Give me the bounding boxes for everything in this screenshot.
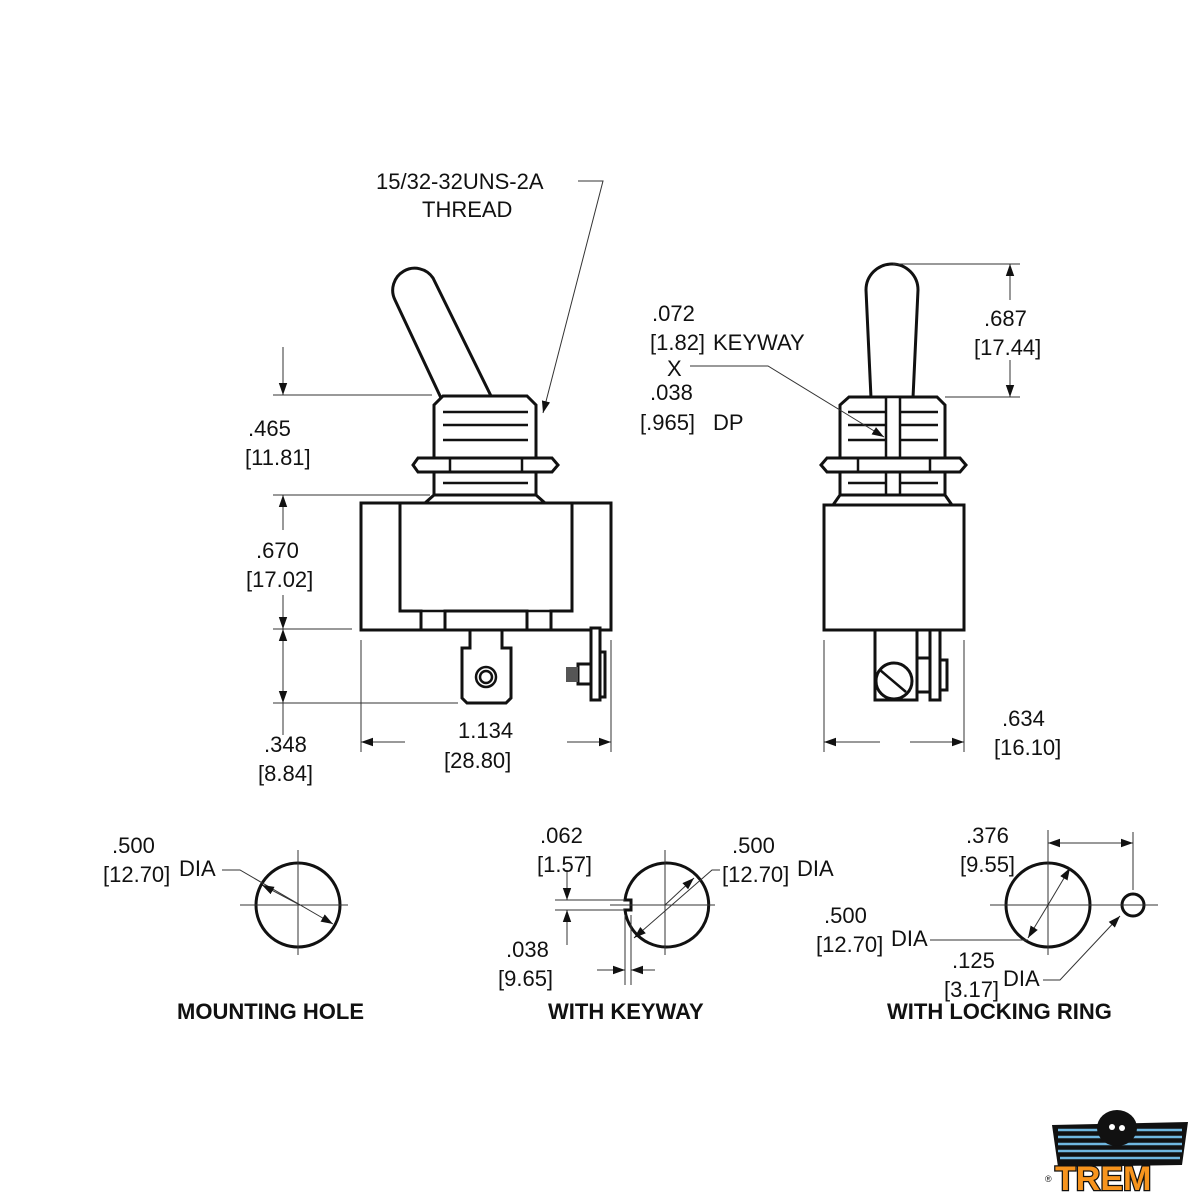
switch-body <box>359 501 613 632</box>
toggle-lever-end <box>864 262 920 400</box>
registered-mark: ® <box>1045 1174 1052 1184</box>
pin-label: DIA <box>1003 966 1040 991</box>
lr-dia-inch: .500 <box>824 903 867 928</box>
locking-ring-detail: .376 [9.55] .500 [12.70] DIA .125 [3.17]… <box>816 823 1158 1024</box>
mounting-hole-title: MOUNTING HOLE <box>177 999 364 1024</box>
keyway-width-mm: [1.82] <box>650 330 705 355</box>
key-w-inch: .062 <box>540 823 583 848</box>
mounting-hole-detail: .500 [12.70] DIA MOUNTING HOLE <box>103 833 364 1024</box>
dim-bushing-inch: .465 <box>248 416 291 441</box>
lr-dia-mm: [12.70] <box>816 932 883 957</box>
key-d-inch: .038 <box>506 937 549 962</box>
thread-spec: 15/32-32UNS-2A <box>376 169 544 194</box>
logo-text: TREM <box>1055 1160 1151 1198</box>
side-view <box>359 266 613 705</box>
dim-width-inch: 1.134 <box>458 718 513 743</box>
hex-nut <box>411 456 560 474</box>
key-w-mm: [1.57] <box>537 852 592 877</box>
trem-logo: TREM ® <box>1045 1110 1188 1199</box>
dim-bushing-mm: [11.81] <box>245 445 311 470</box>
thread-label: THREAD <box>422 197 512 222</box>
toggle-lever <box>391 266 495 400</box>
locking-ring-title: WITH LOCKING RING <box>887 999 1112 1024</box>
dim-lever-mm: [17.44] <box>974 335 1041 360</box>
dia-inch: .500 <box>112 833 155 858</box>
dim-terminal-inch: .348 <box>264 732 307 757</box>
end-view <box>819 262 968 702</box>
thread-callout: 15/32-32UNS-2A THREAD <box>376 169 604 414</box>
keyway-label: KEYWAY <box>713 330 805 355</box>
keyway-width-inch: .072 <box>652 301 695 326</box>
keyway-x: X <box>667 356 682 381</box>
keyway-depth-mm: [.965] <box>640 410 695 435</box>
pin-inch: .125 <box>952 948 995 973</box>
dia-mm: [12.70] <box>103 862 170 887</box>
dim-terminal-mm: [8.84] <box>258 761 313 786</box>
dim-endwidth-mm: [16.10] <box>994 735 1061 760</box>
keyway-title: WITH KEYWAY <box>548 999 704 1024</box>
kw-dia-label: DIA <box>797 856 834 881</box>
key-d-mm: [9.65] <box>498 966 553 991</box>
keyway-depth-inch: .038 <box>650 380 693 405</box>
dia-label: DIA <box>179 856 216 881</box>
dim-lever-inch: .687 <box>984 306 1027 331</box>
dim-body-mm: [17.02] <box>246 567 313 592</box>
kw-dia-mm: [12.70] <box>722 862 789 887</box>
end-dimensions: .072 [1.82] KEYWAY X .038 [.965] DP .687… <box>640 263 1061 760</box>
dim-endwidth-inch: .634 <box>1002 706 1045 731</box>
switch-body-end <box>822 503 966 632</box>
keyway-depth-label: DP <box>713 410 744 435</box>
dim-width-mm: [28.80] <box>444 748 511 773</box>
dim-body-inch: .670 <box>256 538 299 563</box>
side-dimensions: .465 [11.81] .670 [17.02] .348 [8.84] 1.… <box>245 347 612 786</box>
keyway-detail: .062 [1.57] .038 [9.65] .500 [12.70] DIA… <box>498 823 834 1024</box>
kw-dia-inch: .500 <box>732 833 775 858</box>
offset-inch: .376 <box>966 823 1009 848</box>
offset-mm: [9.55] <box>960 852 1015 877</box>
lr-dia-label: DIA <box>891 926 928 951</box>
pin-mm: [3.17] <box>944 977 999 1002</box>
